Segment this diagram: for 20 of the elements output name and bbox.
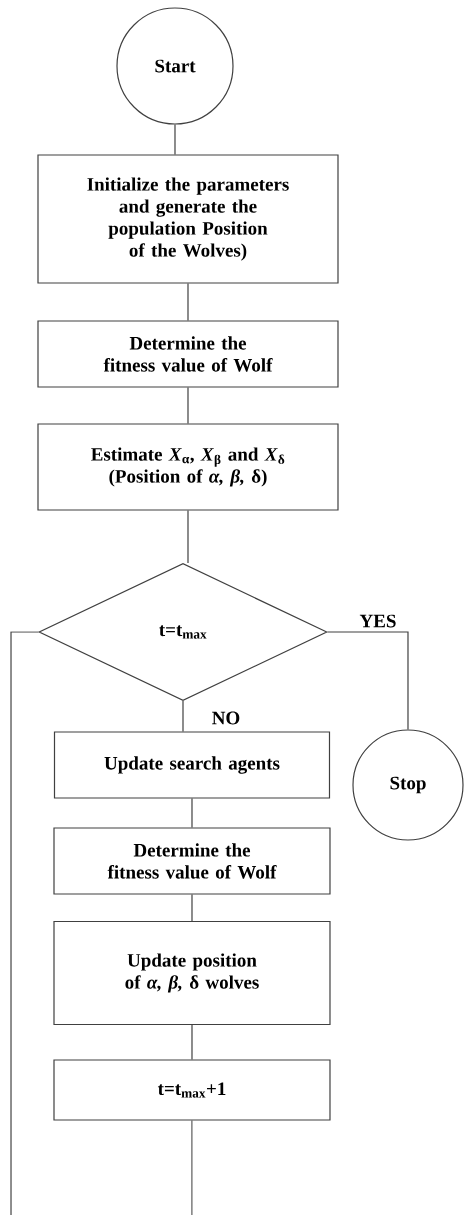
process-box: Initialize the parameters and generate the population Position of the Wolves) [37,154,339,284]
process-box: Estimate X$_{α}$, X$_{β}$ and X$_{δ}$ (Position of α, β, δ) [37,423,339,511]
connector-line [191,1120,193,1215]
connector-line [327,631,409,730]
edge-label: NO [210,710,242,726]
process-box: t=t$_{max}$+1 [53,1059,331,1121]
edge-label: YES [358,613,398,629]
connector-line [191,1024,193,1060]
process-box: Determine the fitness value of Wolf [53,827,331,895]
connector-line [187,510,189,564]
connector-line [187,283,189,321]
connector-line [187,387,189,424]
process-box: Update search agents [53,731,331,799]
process-box: Determine the fitness value of Wolf [37,320,339,388]
connector-line [182,700,184,732]
connector-line [10,631,39,1215]
connector-line [191,798,193,828]
process-box: Update position of α, β, δ wolves [53,920,331,1026]
connector-line [191,894,193,922]
connector-line [174,124,176,155]
